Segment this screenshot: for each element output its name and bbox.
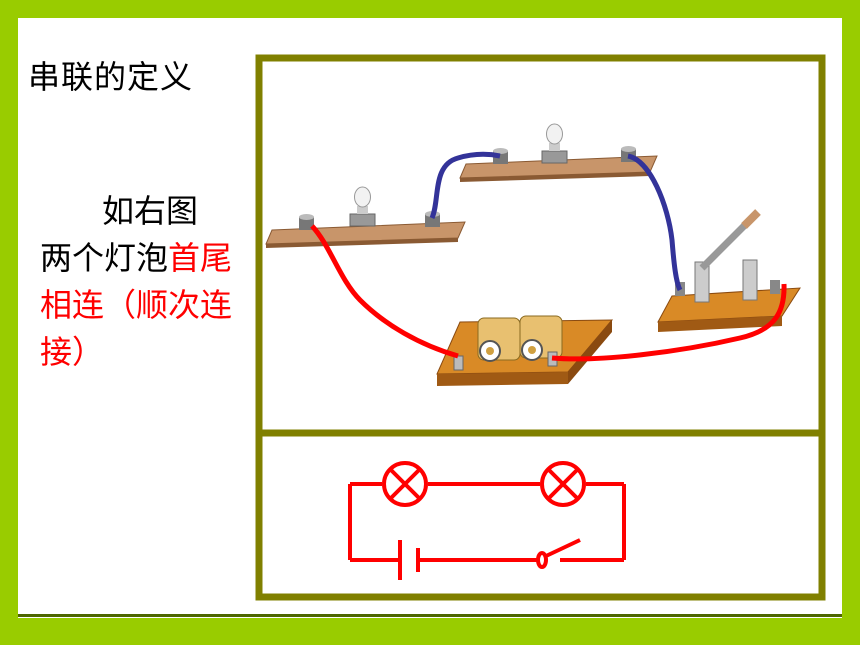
slide-title: 串联的定义: [28, 58, 194, 96]
red-wire-battery-to-switch: [551, 283, 787, 362]
left-border: [0, 0, 18, 645]
light-bulb-icon: [541, 123, 568, 164]
battery-symbol-icon: [398, 540, 420, 580]
top-border: [0, 0, 860, 18]
bottom-border: [0, 618, 860, 645]
knife-switch-icon: [657, 209, 801, 332]
battery-holder: [436, 315, 614, 386]
desc-red-part: 首尾相连（顺次连接）: [40, 239, 233, 371]
battery-icon: [519, 315, 563, 361]
switch-symbol-icon: [536, 538, 581, 569]
battery-icon: [477, 317, 521, 362]
blue-wire-to-switch: [627, 153, 683, 292]
lamp-symbol-icon: [382, 461, 428, 507]
lamp-symbol-icon: [540, 461, 586, 507]
schematic-frame: [255, 429, 826, 601]
terminal-icon: [299, 214, 314, 230]
bulb-board-left: [265, 186, 466, 248]
description-text: 如右图 两个灯泡首尾相连（顺次连接）: [40, 188, 250, 376]
red-wire-to-battery: [310, 224, 459, 359]
blue-wire-between-bulbs: [429, 151, 501, 220]
circuit-schematic: [348, 461, 626, 580]
desc-black-part: 两个灯泡: [40, 239, 169, 277]
light-bulb-icon: [349, 186, 376, 227]
desc-line-1: 如右图: [102, 192, 199, 230]
right-border: [842, 0, 860, 645]
bottom-divider-line: [18, 614, 842, 617]
